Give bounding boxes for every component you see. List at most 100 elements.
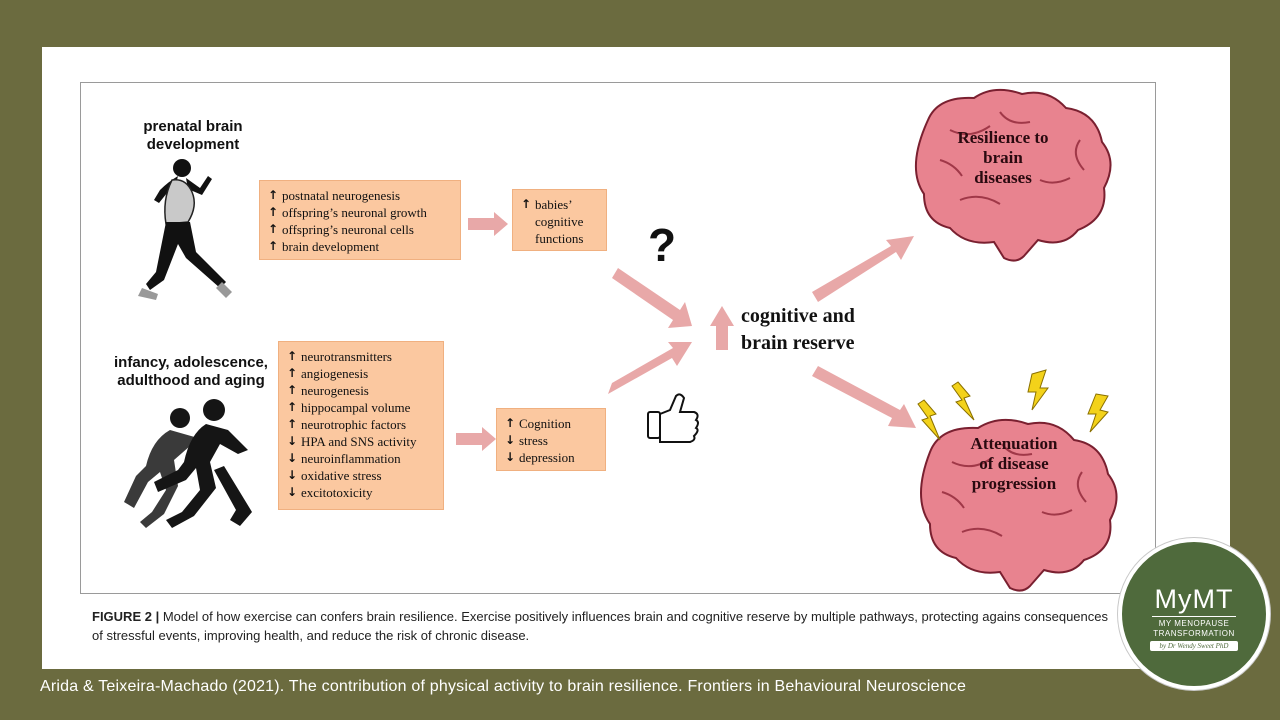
bolt-icon xyxy=(951,381,975,421)
arrow-up-icon: ↑ xyxy=(287,366,298,380)
center-line-1: cognitive and xyxy=(741,305,855,327)
box-item-text: excitotoxicity xyxy=(301,485,373,500)
arrow-cognition-to-reserve xyxy=(608,342,692,394)
box-item-text: stress xyxy=(519,433,548,448)
logo-byline: by Dr Wendy Sweet PhD xyxy=(1150,641,1238,651)
center-reserve-text: cognitive and brain reserve xyxy=(741,303,855,357)
box-item: ↑babies’ xyxy=(521,196,598,213)
arrow-to-resilience xyxy=(812,236,914,302)
arrow-down-icon: ↓ xyxy=(287,451,298,465)
caption-label: FIGURE 2 | xyxy=(92,609,160,624)
arrow-down-icon: ↓ xyxy=(287,468,298,482)
box-item: ↓HPA and SNS activity xyxy=(287,433,435,450)
logo-divider xyxy=(1152,616,1236,617)
logo-sub-2: TRANSFORMATION xyxy=(1153,629,1235,638)
arrow-up-icon: ↑ xyxy=(521,197,532,211)
box-item-text: depression xyxy=(519,450,575,465)
box-item: ↓stress xyxy=(505,432,597,449)
arrow-prenatal-to-babies xyxy=(468,212,508,236)
arrow-up-icon: ↑ xyxy=(287,417,298,431)
box-item: ↓depression xyxy=(505,449,597,466)
logo-title: MyMT xyxy=(1154,584,1234,614)
box-item-text: babies’ xyxy=(535,197,573,212)
logo-subtitle: MY MENOPAUSE TRANSFORMATION xyxy=(1122,619,1266,639)
runners-icon xyxy=(124,399,252,528)
arrow-down-icon: ↓ xyxy=(505,450,516,464)
bolt-icon xyxy=(1027,369,1049,411)
box-item: ↑neurotrophic factors xyxy=(287,416,435,433)
box-item-text: HPA and SNS activity xyxy=(301,434,417,449)
arrows xyxy=(456,212,916,451)
bolt-icon xyxy=(1087,393,1109,433)
box-item-text: cognitive xyxy=(535,214,584,229)
box-item-text: offspring’s neuronal cells xyxy=(282,222,414,237)
box-item-text: brain development xyxy=(282,239,380,254)
citation: Arida & Teixeira-Machado (2021). The con… xyxy=(40,678,967,695)
brain-top-line-2: brain xyxy=(983,148,1023,167)
box-item: ↑offspring’s neuronal cells xyxy=(268,221,452,238)
box-item: cognitive xyxy=(521,213,598,230)
arrow-up-icon: ↑ xyxy=(505,416,516,430)
brain-top-icon xyxy=(914,88,1112,262)
center-line-2: brain reserve xyxy=(741,332,855,354)
box-item: ↓neuroinflammation xyxy=(287,450,435,467)
box-item-text: postnatal neurogenesis xyxy=(282,188,401,203)
arrow-up-icon: ↑ xyxy=(287,383,298,397)
box-item: ↑offspring’s neuronal growth xyxy=(268,204,452,221)
box-item-text: Cognition xyxy=(519,416,572,431)
label-prenatal: prenatal brain development xyxy=(143,118,243,153)
arrow-reserve-up xyxy=(710,306,734,350)
arrow-down-icon: ↓ xyxy=(287,434,298,448)
box-item: ↓excitotoxicity xyxy=(287,484,435,501)
arrow-up-icon: ↑ xyxy=(287,349,298,363)
thumbs-up-icon xyxy=(647,393,699,443)
box-item-text: angiogenesis xyxy=(301,366,369,381)
label-infancy: infancy, adolescence, adulthood and agin… xyxy=(114,354,268,389)
box-item: ↑brain development xyxy=(268,238,452,255)
arrow-up-icon: ↑ xyxy=(268,239,279,253)
box-item-text: neurotrophic factors xyxy=(301,417,407,432)
box-item: ↑postnatal neurogenesis xyxy=(268,187,452,204)
brain-top-label: Resilience to brain diseases xyxy=(948,128,1058,188)
brain-bottom-line-3: progression xyxy=(971,474,1057,493)
bolt-icon xyxy=(917,399,941,441)
arrow-to-attenuation xyxy=(812,366,916,428)
pregnant-runner-icon xyxy=(138,159,232,300)
caption-text: Model of how exercise can confers brain … xyxy=(92,609,1108,643)
box-item: ↑hippocampal volume xyxy=(287,399,435,416)
arrow-up-icon: ↑ xyxy=(268,188,279,202)
brain-bottom-label: Attenuation of disease progression xyxy=(954,434,1074,494)
box-item-text: neurogenesis xyxy=(301,383,369,398)
brain-top-line-1: Resilience to xyxy=(957,128,1049,147)
arrow-babies-to-reserve xyxy=(612,268,692,328)
arrow-up-icon: ↑ xyxy=(268,222,279,236)
logo-sub-1: MY MENOPAUSE xyxy=(1158,619,1230,628)
figure-caption: FIGURE 2 | Model of how exercise can con… xyxy=(92,607,1122,645)
box-cognition-effects: ↑Cognition↓stress↓depression xyxy=(496,408,606,471)
box-item: ↑neurogenesis xyxy=(287,382,435,399)
box-item-text: neurotransmitters xyxy=(301,349,392,364)
box-item-text: functions xyxy=(535,231,584,246)
arrow-down-icon: ↓ xyxy=(287,485,298,499)
box-item: ↑Cognition xyxy=(505,415,597,432)
mymt-logo: MyMT MY MENOPAUSE TRANSFORMATION by Dr W… xyxy=(1118,538,1270,690)
arrow-up-icon: ↑ xyxy=(268,205,279,219)
brain-bottom-icon xyxy=(920,418,1118,592)
box-item: ↑angiogenesis xyxy=(287,365,435,382)
box-lifespan-effects: ↑neurotransmitters↑angiogenesis↑neurogen… xyxy=(278,341,444,510)
lightning-bolts xyxy=(917,369,1109,441)
brain-bottom-line-1: Attenuation xyxy=(970,434,1058,453)
box-item: functions xyxy=(521,230,598,247)
box-item-text: hippocampal volume xyxy=(301,400,411,415)
box-item-text: offspring’s neuronal growth xyxy=(282,205,427,220)
arrow-up-icon: ↑ xyxy=(287,400,298,414)
box-item-text: neuroinflammation xyxy=(301,451,401,466)
arrow-lifespan-to-cognition xyxy=(456,427,496,451)
arrow-down-icon: ↓ xyxy=(505,433,516,447)
box-prenatal-effects: ↑postnatal neurogenesis↑offspring’s neur… xyxy=(259,180,461,260)
box-item-text: oxidative stress xyxy=(301,468,382,483)
box-item: ↓oxidative stress xyxy=(287,467,435,484)
